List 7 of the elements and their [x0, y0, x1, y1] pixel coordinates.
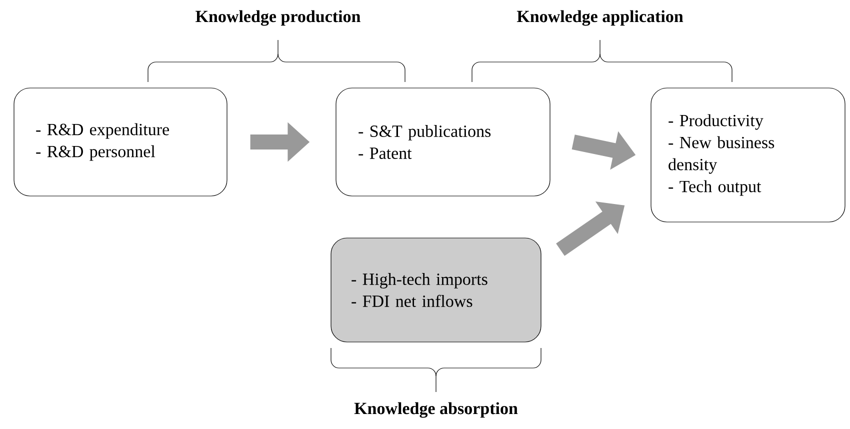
list-box: - R&D expenditure - R&D personnel [14, 88, 228, 196]
list-box: - High-tech imports - FDI net inflows [330, 238, 542, 342]
list-box: - S&T publications - Patent [336, 88, 550, 196]
list-box: - Productivity - New business density - Tech output [650, 88, 846, 222]
bracket-label: Knowledge production [196, 10, 360, 26]
bracket-label: Knowledge absorption [354, 402, 518, 418]
bracket-label: Knowledge application [516, 10, 684, 26]
